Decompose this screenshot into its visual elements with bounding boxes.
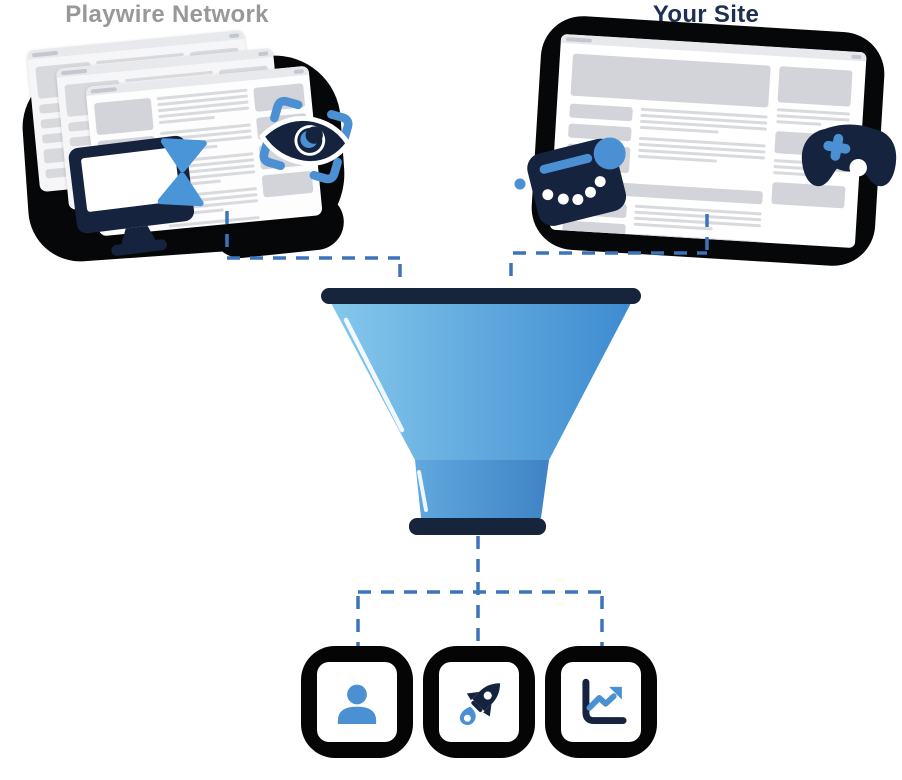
growth-tile bbox=[423, 646, 535, 758]
placeholder-line-group bbox=[640, 107, 768, 137]
placeholder-block bbox=[93, 97, 154, 136]
placeholder-line bbox=[638, 154, 717, 163]
placeholder-line-group bbox=[632, 233, 761, 249]
audience-tile bbox=[301, 646, 413, 758]
growth-tile-inner bbox=[439, 662, 519, 742]
analytics-chart-icon bbox=[582, 678, 627, 725]
placeholder-block bbox=[569, 103, 634, 122]
monitor-hourglass-icon bbox=[68, 135, 207, 256]
placeholder-line bbox=[633, 233, 761, 245]
playwire-network-title: Playwire Network bbox=[65, 1, 269, 28]
audience-person-icon bbox=[337, 684, 377, 725]
urlbar-pill bbox=[60, 68, 88, 75]
analytics-tile-inner bbox=[561, 662, 641, 742]
urlbar-pill bbox=[31, 50, 59, 57]
placeholder-line-group bbox=[634, 204, 762, 234]
ad-banner-placeholder bbox=[570, 53, 771, 108]
menu-pill bbox=[258, 50, 269, 56]
placeholder-line bbox=[640, 125, 719, 134]
placeholder-line-group bbox=[638, 136, 767, 166]
menu-pill bbox=[293, 68, 304, 74]
growth-rocket-icon bbox=[459, 683, 501, 725]
wallet-payment-icon bbox=[514, 137, 627, 226]
placeholder-line bbox=[632, 245, 712, 249]
funnel-icon bbox=[321, 288, 641, 535]
placeholder-line-group bbox=[156, 88, 249, 125]
menu-pill bbox=[229, 32, 240, 38]
viewability-eye-icon bbox=[258, 96, 353, 184]
menu-pill bbox=[851, 54, 862, 59]
game-controller-icon bbox=[801, 124, 897, 187]
placeholder-line bbox=[634, 222, 713, 231]
placeholder-block bbox=[777, 66, 853, 107]
urlbar-pill bbox=[90, 86, 117, 94]
audience-tile-inner bbox=[317, 662, 397, 742]
analytics-tile bbox=[545, 646, 657, 758]
urlbar-pill bbox=[565, 36, 593, 43]
